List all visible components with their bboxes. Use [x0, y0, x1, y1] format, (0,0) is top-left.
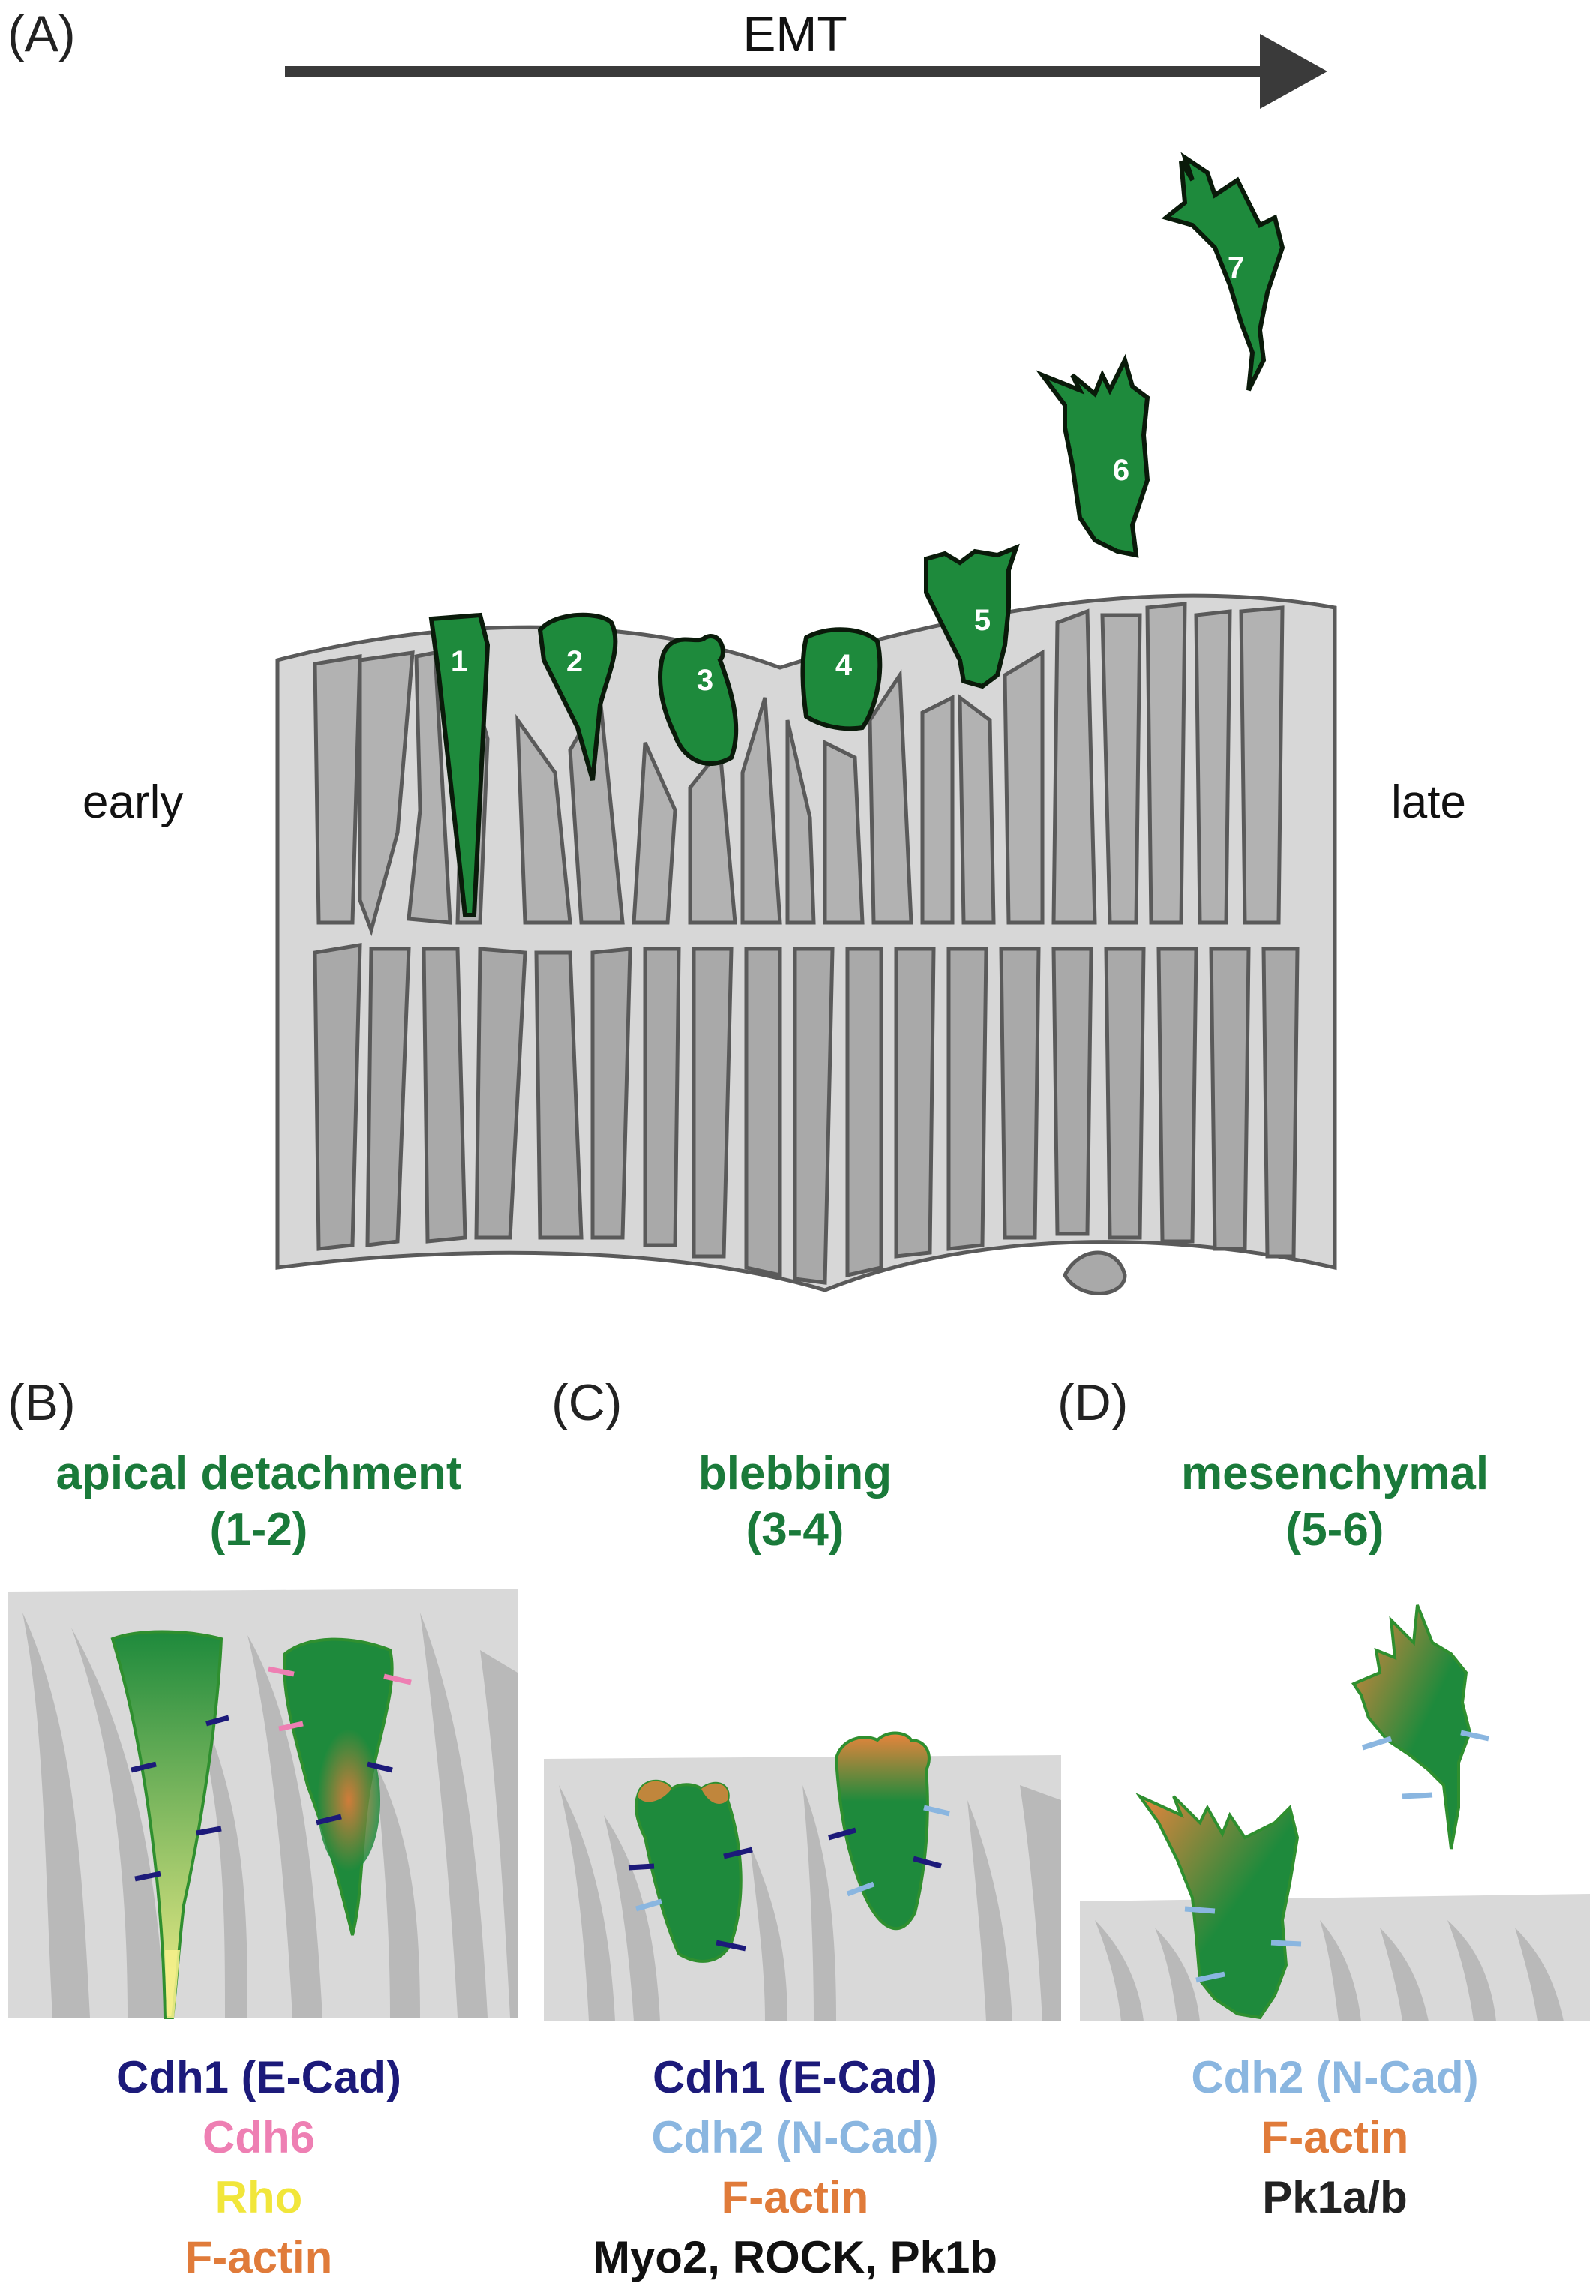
- emt-cell-2: 2: [537, 612, 618, 781]
- emt-cell-5: 5: [924, 543, 1020, 689]
- legend-b-rho: Rho: [215, 2172, 303, 2222]
- panel-b-legend: Cdh1 (E-Cad) Cdh6 Rho F-actin: [116, 2052, 401, 2282]
- legend-c-cdh1: Cdh1 (E-Cad): [652, 2052, 938, 2102]
- cell-number-5: 5: [974, 604, 991, 637]
- cell-number-7: 7: [1228, 251, 1244, 284]
- emt-cell-4: 4: [800, 627, 883, 731]
- panel-c-subtitle: (3-4): [746, 1504, 844, 1556]
- emt-label: EMT: [742, 6, 847, 62]
- legend-b-cdh6: Cdh6: [202, 2112, 315, 2162]
- cell-number-1: 1: [451, 645, 467, 678]
- panel-d-title: mesenchymal: [1181, 1448, 1489, 1499]
- panel-b-cell-actin: [268, 1637, 412, 1936]
- panel-b-label: (B): [8, 1374, 76, 1431]
- panel-d-cell-lower: [1136, 1793, 1302, 2020]
- emt-cell-7: 7: [1161, 152, 1286, 392]
- panel-c-cell-left: [628, 1779, 753, 1963]
- cell-number-4: 4: [836, 649, 853, 682]
- panel-c-label: (C): [551, 1374, 622, 1431]
- emt-cell-6: 6: [1036, 353, 1150, 558]
- panel-d-legend: Cdh2 (N-Cad) F-actin Pk1a/b: [1191, 2052, 1478, 2222]
- legend-d-factin: F-actin: [1262, 2112, 1409, 2162]
- emt-arrow: [285, 34, 1328, 109]
- early-label: early: [82, 776, 183, 828]
- cell-number-3: 3: [697, 664, 713, 697]
- legend-c-cdh2: Cdh2 (N-Cad): [651, 2112, 938, 2162]
- panel-c-legend: Cdh1 (E-Cad) Cdh2 (N-Cad) F-actin Myo2, …: [592, 2052, 998, 2282]
- panel-a-label: (A): [8, 5, 76, 62]
- panel-b-cell-rho: [110, 1630, 230, 2019]
- legend-b-factin: F-actin: [185, 2232, 333, 2282]
- panel-d-cell-upper: [1352, 1604, 1490, 1850]
- lower-cell-row: [313, 943, 1300, 1295]
- late-label: late: [1391, 776, 1466, 828]
- panel-b-tissue: [8, 1589, 518, 2018]
- legend-c-factin: F-actin: [722, 2172, 869, 2222]
- panel-b-subtitle: (1-2): [210, 1504, 308, 1556]
- legend-d-pk1: Pk1a/b: [1262, 2172, 1407, 2222]
- panel-d-label: (D): [1058, 1374, 1128, 1431]
- panel-b-title: apical detachment: [56, 1448, 462, 1499]
- panel-d-subtitle: (5-6): [1286, 1504, 1384, 1556]
- panel-c-title: blebbing: [698, 1448, 892, 1499]
- legend-d-cdh2: Cdh2 (N-Cad): [1191, 2052, 1478, 2102]
- legend-b-cdh1: Cdh1 (E-Cad): [116, 2052, 401, 2102]
- emt-cell-3: 3: [658, 634, 739, 767]
- cell-number-2: 2: [566, 645, 583, 678]
- emt-cell-1: 1: [428, 612, 490, 917]
- legend-c-myo2: Myo2, ROCK, Pk1b: [592, 2232, 998, 2282]
- cell-number-6: 6: [1113, 454, 1130, 487]
- panel-c-cell-right: [828, 1731, 950, 1931]
- panel-c-tissue: [544, 1755, 1061, 2021]
- panel-d-tissue: [1080, 1894, 1590, 2021]
